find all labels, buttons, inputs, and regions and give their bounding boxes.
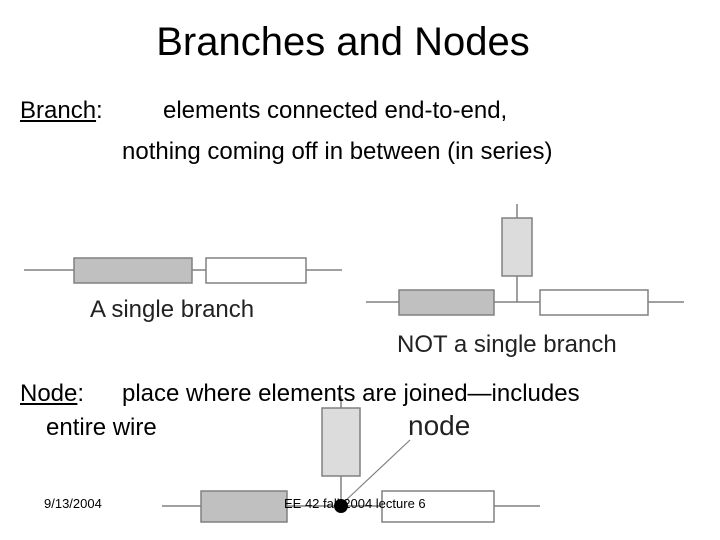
single-branch-diagram xyxy=(24,257,342,284)
node-diagram xyxy=(162,396,540,523)
branch-definition: Branch: xyxy=(20,97,103,125)
resistor-light xyxy=(539,289,649,316)
resistor-dark xyxy=(398,289,495,316)
node-term: Node xyxy=(20,380,78,407)
node-label: node xyxy=(408,410,471,441)
label-not-single-branch: NOT a single branch xyxy=(397,331,617,358)
branch-def-line1: elements connected end-to-end, xyxy=(163,97,508,124)
node-dot xyxy=(334,499,348,513)
footer-course: EE 42 fall 2004 lecture 6 xyxy=(284,496,426,511)
branch-def-line2: nothing coming off in between (in series… xyxy=(122,138,553,165)
resistor-vertical xyxy=(501,217,533,277)
not-single-branch-diagram xyxy=(366,204,684,316)
node-def-line2: entire wire xyxy=(46,414,157,441)
resistor-dark xyxy=(73,257,193,284)
resistor-vertical xyxy=(321,407,361,477)
resistor-light xyxy=(205,257,307,284)
footer-date: 9/13/2004 xyxy=(44,496,102,511)
resistor-dark xyxy=(200,490,288,523)
node-definition: Node: xyxy=(20,380,84,408)
node-def-line1: place where elements are joined—includes xyxy=(122,380,580,407)
node-colon: : xyxy=(77,380,85,407)
resistor-light xyxy=(381,490,495,523)
node-pointer xyxy=(342,439,411,504)
slide-title: Branches and Nodes xyxy=(156,20,530,64)
branch-term: Branch xyxy=(20,97,97,124)
branch-colon: : xyxy=(96,97,103,124)
label-single-branch: A single branch xyxy=(90,296,255,323)
